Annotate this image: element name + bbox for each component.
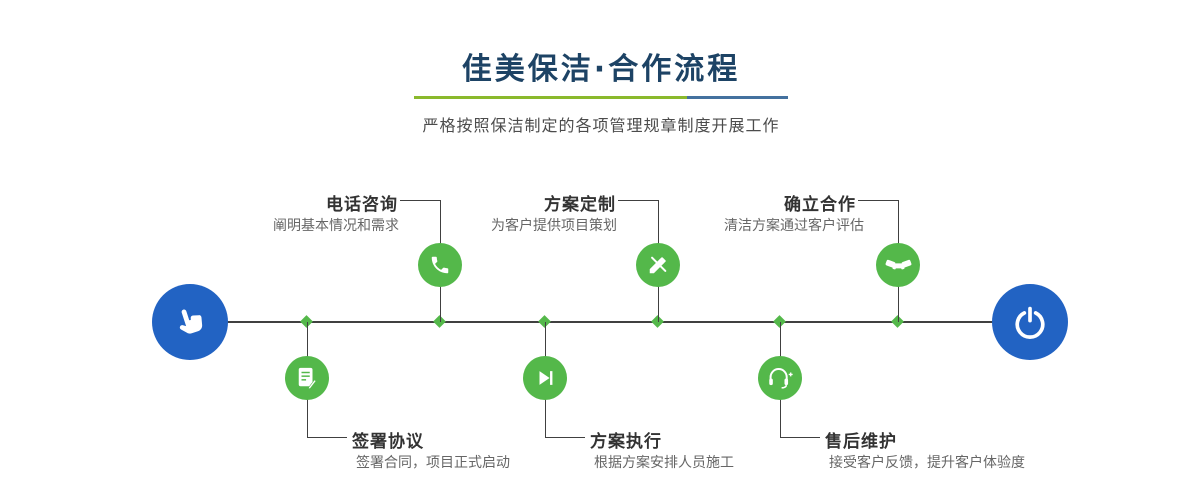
connector-line <box>307 437 347 438</box>
page-subtitle: 严格按照保洁制定的各项管理规章制度开展工作 <box>422 116 780 135</box>
connector-line <box>545 437 585 438</box>
step-desc-sign-agreement: 签署合同，项目正式启动 <box>356 455 510 471</box>
handshake-icon <box>885 259 911 270</box>
step-desc-plan-execution: 根据方案安排人员施工 <box>594 455 734 471</box>
step-node-phone-consult <box>418 243 462 287</box>
step-desc-establish-cooperation: 清洁方案通过客户评估 <box>724 218 864 234</box>
phone-icon <box>431 256 449 274</box>
step-node-after-sales <box>758 356 802 400</box>
contract-icon <box>298 367 317 389</box>
step-node-plan-design <box>636 243 680 287</box>
power-icon <box>1015 306 1045 339</box>
timeline-axis <box>190 321 1030 323</box>
design-tools-icon <box>649 256 667 274</box>
step-label-sign-agreement: 签署协议 <box>352 432 424 452</box>
connector-line <box>400 200 440 201</box>
play-next-icon <box>539 371 553 385</box>
start-node <box>152 284 228 360</box>
divider-blue-segment <box>687 96 788 99</box>
step-desc-phone-consult: 阐明基本情况和需求 <box>273 218 399 234</box>
title-divider <box>414 96 788 99</box>
step-label-plan-execution: 方案执行 <box>590 432 662 452</box>
step-node-plan-execution <box>523 356 567 400</box>
step-label-plan-design: 方案定制 <box>544 195 616 215</box>
step-desc-after-sales: 接受客户反馈，提升客户体验度 <box>829 455 1025 471</box>
step-label-phone-consult: 电话咨询 <box>326 195 398 215</box>
page-title: 佳美保洁·合作流程 <box>461 52 741 87</box>
connector-line <box>858 200 898 201</box>
step-label-establish-cooperation: 确立合作 <box>784 195 856 215</box>
connector-line <box>780 437 820 438</box>
step-label-after-sales: 售后维护 <box>825 432 897 452</box>
connector-line <box>618 200 658 201</box>
step-desc-plan-design: 为客户提供项目策划 <box>491 218 617 234</box>
pointer-hand-icon <box>179 309 203 334</box>
step-node-sign-agreement <box>285 356 329 400</box>
end-node <box>992 284 1068 360</box>
divider-green-segment <box>414 96 688 99</box>
step-node-establish-cooperation <box>876 243 920 287</box>
headset-icon <box>769 368 793 389</box>
